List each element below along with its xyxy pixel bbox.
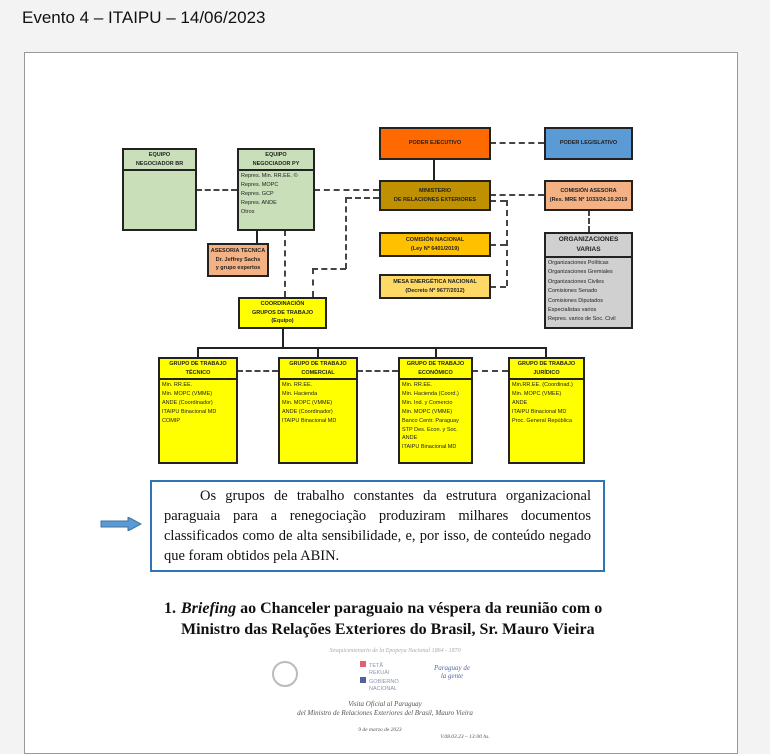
box-title: ECONÓMICO bbox=[418, 369, 453, 376]
page-title: Evento 4 – ITAIPU – 14/06/2023 bbox=[22, 8, 266, 27]
footer-motto: Sesquicentenario de la Epopeya Nacional … bbox=[329, 648, 461, 654]
box-line: ANDE bbox=[512, 399, 528, 406]
grupo-trabajo-box: GRUPO DE TRABAJO JURÍDICO Min.RR.EE. (Coor… bbox=[508, 357, 585, 464]
box-line: Banco Centr. Paraguay bbox=[402, 417, 459, 424]
box-line: Repres. varios de Soc. Civil bbox=[548, 316, 616, 323]
box-title: GRUPO DE TRABAJO bbox=[289, 361, 347, 367]
section-heading: 1. Briefing ao Chanceler paraguaio na vé… bbox=[164, 598, 614, 640]
coordinacion-grupos: COORDINACIÓN GRUPOS DE TRABAJO (Equipo) bbox=[238, 297, 327, 329]
box-title: ORGANIZACIONES bbox=[558, 236, 619, 243]
heading-text: ao Chanceler paraguaio na véspera da reu… bbox=[181, 600, 603, 638]
seal-logo bbox=[272, 661, 298, 687]
box-line: Especialistas varios bbox=[548, 306, 597, 313]
box-line: GRUPOS DE TRABAJO bbox=[251, 309, 314, 316]
grupo-trabajo-box: GRUPO DE TRABAJO TÉCNICO Min. RR.EE.Min. M… bbox=[158, 357, 238, 464]
mesa-energetica: MESA ENERGÉTICA NACIONAL (Decreto Nº 9677… bbox=[379, 274, 491, 299]
box-title: GRUPO DE TRABAJO bbox=[406, 361, 465, 367]
box-line: Min. RR.EE. bbox=[162, 382, 193, 389]
box-title: TÉCNICO bbox=[185, 369, 211, 376]
box-line: Organizaciones Gremiales bbox=[548, 269, 613, 276]
box-line: Organizaciones Políticas bbox=[548, 260, 609, 267]
box-line: Organizaciones Civiles bbox=[548, 278, 604, 285]
box-line: COMISIÓN NACIONAL bbox=[405, 236, 465, 243]
box-line: ITAIPU Binacional MD bbox=[162, 408, 217, 415]
box-line: Min. RR.EE. bbox=[282, 382, 313, 389]
box-line: Min. MOPC (VMEE) bbox=[512, 390, 562, 397]
heading-number: 1. bbox=[164, 600, 176, 617]
box-line: Min. Hacienda (Coord.) bbox=[402, 390, 459, 397]
box-title: EQUIPO bbox=[265, 152, 287, 158]
box-title: NEGOCIADOR PY bbox=[252, 160, 300, 167]
box-line: Proc. General República bbox=[512, 417, 572, 424]
box-line: ANDE bbox=[402, 435, 418, 442]
arrow-icon bbox=[100, 516, 143, 536]
ministerio-relaciones-exteriores: MINISTERIO DE RELACIONES EXTERIORES bbox=[379, 180, 491, 211]
box-line: DE RELACIONES EXTERIORES bbox=[393, 196, 477, 203]
comision-nacional: COMISIÓN NACIONAL (Ley Nº 6401/2019) bbox=[379, 232, 491, 257]
poder-legislativo: PODER LEGISLATIVO bbox=[544, 127, 633, 160]
box-line: y grupo expertos bbox=[215, 265, 261, 272]
organizaciones-varias: ORGANIZACIONES VARIAS Organizaciones Polí… bbox=[544, 232, 633, 329]
comision-asesora: COMISIÓN ASESORA (Res. MRE Nº 1033/24.10.… bbox=[544, 180, 633, 211]
box-line: Comisiones Senado bbox=[548, 288, 598, 295]
box-line: (Equipo) bbox=[271, 318, 294, 325]
visit-line-1: Visita Oficial al Paraguay bbox=[348, 700, 422, 708]
box-line: ASESORIA TECNICA bbox=[210, 247, 266, 254]
box-line: MESA ENERGÉTICA NACIONAL bbox=[393, 278, 477, 285]
logo-text: GOBIERNO bbox=[369, 679, 399, 685]
box-title: COMERCIAL bbox=[301, 369, 335, 376]
box-line: Min.RR.EE. (Coordinad.) bbox=[512, 382, 573, 389]
box-line: Min. Ind. y Comercio bbox=[402, 399, 453, 406]
box-line: Min. MOPC (VMME) bbox=[162, 390, 213, 397]
box-line: (Decreto Nº 9677/2012) bbox=[405, 287, 465, 294]
box-line: Min. MOPC (VMME) bbox=[402, 408, 453, 415]
box-line: Repres. MOPC bbox=[241, 181, 279, 188]
box-label: PODER EJECUTIVO bbox=[408, 140, 462, 147]
visit-line-2: del Ministro de Relaciones Exteriores de… bbox=[297, 709, 473, 717]
box-line: ANDE (Coordinador) bbox=[162, 399, 213, 406]
note-box: Os grupos de trabalho constantes da estr… bbox=[150, 480, 605, 572]
footer-date: 9 de marzo de 2023 bbox=[358, 727, 402, 733]
box-line: COMIP bbox=[162, 417, 181, 424]
box-label: PODER LEGISLATIVO bbox=[559, 140, 618, 147]
box-line: COORDINACIÓN bbox=[260, 300, 305, 307]
box-line: Repres. Min. RR.EE. © bbox=[241, 173, 298, 180]
box-line: ITAIPU Binacional MD bbox=[512, 408, 567, 415]
box-line: Dr. Jeffrey Sachs bbox=[215, 256, 261, 263]
box-line: STP Des. Econ. y Soc. bbox=[402, 426, 458, 433]
box-line: Min. RR.EE. bbox=[402, 382, 433, 389]
box-title: GRUPO DE TRABAJO bbox=[169, 361, 227, 367]
box-line: Otros bbox=[241, 208, 255, 215]
box-title: JURÍDICO bbox=[533, 369, 560, 376]
box-line: Repres. ANDE bbox=[241, 199, 277, 206]
poder-ejecutivo: PODER EJECUTIVO bbox=[379, 127, 491, 160]
logo-text: REKUÁI bbox=[369, 670, 390, 676]
box-line: Min. MOPC (VMME) bbox=[282, 399, 333, 406]
box-title: EQUIPO bbox=[148, 152, 171, 158]
box-line: ITAIPU Binacional MD bbox=[282, 417, 337, 424]
box-line: (Res. MRE Nº 1033/24.10.2019 bbox=[549, 196, 628, 203]
slogan-logo: Paraguay de la gente bbox=[434, 664, 470, 680]
box-line: MINISTERIO bbox=[418, 187, 452, 194]
logo-text: TETÃ bbox=[369, 663, 384, 669]
government-logo: TETÃ REKUÁI GOBIERNO NACIONAL bbox=[360, 661, 399, 693]
equipo-negociador-br: EQUIPO NEGOCIADOR BR bbox=[122, 148, 197, 231]
box-title: VARIAS bbox=[576, 246, 601, 254]
box-line: ANDE (Coordinador) bbox=[282, 408, 333, 415]
box-line: (Ley Nº 6401/2019) bbox=[410, 245, 460, 252]
box-line: ITAIPU Binacional MD bbox=[402, 444, 457, 451]
footer-ref: V.08.03.23 – 13:00 hs. bbox=[440, 734, 490, 740]
logo-text: NACIONAL bbox=[369, 686, 398, 692]
asesoria-tecnica: ASESORIA TECNICA Dr. Jeffrey Sachs y grupo… bbox=[207, 243, 269, 277]
box-title: NEGOCIADOR BR bbox=[135, 160, 184, 167]
equipo-negociador-py: EQUIPO NEGOCIADOR PY Repres. Min. RR.EE. … bbox=[237, 148, 315, 231]
box-line: Repres. GCP bbox=[241, 190, 274, 197]
box-title: GRUPO DE TRABAJO bbox=[517, 361, 576, 367]
heading-italic: Briefing bbox=[181, 600, 237, 617]
box-line: Comisiones Diputados bbox=[548, 297, 604, 304]
box-line: Min. Hacienda bbox=[282, 390, 318, 397]
box-line: COMISIÓN ASESORA bbox=[560, 187, 617, 194]
